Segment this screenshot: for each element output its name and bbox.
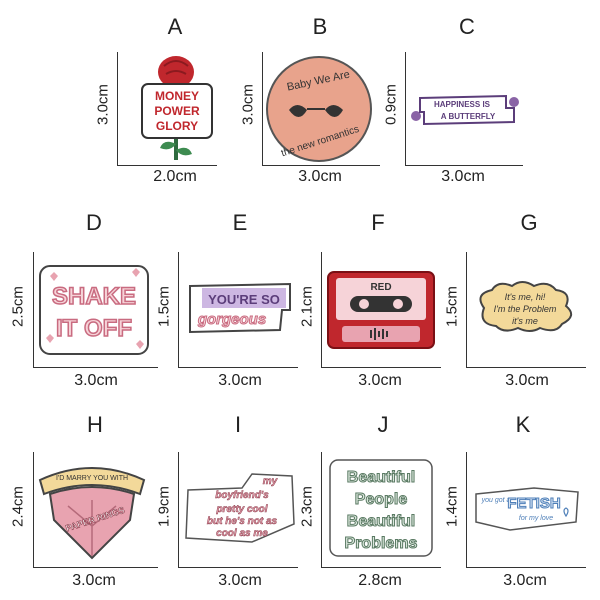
- pin-d-line-2: IT OFF: [56, 315, 132, 342]
- pin-i-line-4: but he's not as: [207, 516, 278, 527]
- pin-c-line-1: HAPPINESS IS: [434, 100, 491, 109]
- width-label-f: 3.0cm: [358, 372, 402, 389]
- pin-a-rose: MONEY POWER GLORY: [141, 56, 213, 160]
- pin-a-line-3: GLORY: [156, 119, 198, 133]
- width-label-a: 2.0cm: [153, 168, 197, 185]
- pin-f-label: RED: [370, 282, 391, 293]
- height-label-k: 1.4cm: [443, 486, 461, 527]
- width-label-b: 3.0cm: [298, 168, 342, 185]
- pin-d-shake: SHAKE IT OFF: [39, 265, 149, 355]
- pin-f-cassette: RED: [327, 271, 435, 349]
- label-letter-d: D: [86, 210, 102, 235]
- pin-i-line-3: pretty cool: [215, 504, 267, 515]
- pin-g-cloud: It's me, hi! I'm the Problem it's me: [479, 281, 573, 332]
- pin-h-paper-rings: I'D MARRY YOU WITH PAPER RINGS: [38, 467, 146, 560]
- label-letter-b: B: [312, 14, 328, 39]
- pin-g-line-2: I'm the Problem: [494, 304, 557, 314]
- label-letter-h: H: [87, 412, 103, 437]
- label-letter-f: F: [371, 210, 385, 235]
- height-label-b: 3.0cm: [239, 84, 257, 125]
- pin-a-line-1: MONEY: [155, 89, 199, 103]
- label-letter-k: K: [515, 412, 531, 437]
- height-label-d: 2.5cm: [9, 286, 27, 327]
- width-label-j: 2.8cm: [358, 572, 402, 589]
- height-label-f: 2.1cm: [298, 286, 316, 327]
- pin-i-line-2: boyfriend's: [215, 490, 269, 501]
- height-label-e: 1.5cm: [155, 286, 173, 327]
- pin-i-boyfriend: my boyfriend's pretty cool but he's not …: [185, 473, 295, 543]
- width-label-i: 3.0cm: [218, 572, 262, 589]
- height-label-g: 1.5cm: [443, 286, 461, 327]
- pin-i-line-5: cool as me: [216, 528, 268, 539]
- label-letter-i: I: [234, 412, 242, 437]
- label-letter-j: J: [377, 412, 389, 437]
- pin-b-round: Baby We Are the new romantics: [266, 56, 372, 162]
- pin-g-line-3: it's me: [512, 316, 538, 326]
- pin-c-banner: HAPPINESS IS A BUTTERFLY: [411, 94, 519, 126]
- pin-k-line-3: for my love: [519, 515, 553, 522]
- pin-c-line-2: A BUTTERFLY: [441, 112, 496, 121]
- label-letter-c: C: [459, 14, 475, 39]
- pin-e-line-1: YOU'RE SO: [208, 292, 280, 307]
- pin-j-line-1: Beautiful: [347, 469, 415, 486]
- width-label-g: 3.0cm: [505, 372, 549, 389]
- pin-a-line-2: POWER: [154, 104, 200, 118]
- pin-i-line-1: my: [263, 476, 278, 487]
- pin-k-fetish: you got a FETISH for my love: [475, 487, 579, 531]
- pin-e-line-2: gorgeous: [197, 311, 266, 328]
- label-letter-g: G: [520, 210, 538, 235]
- width-label-h: 3.0cm: [72, 572, 116, 589]
- width-label-k: 3.0cm: [503, 572, 547, 589]
- width-label-c: 3.0cm: [441, 168, 485, 185]
- pin-e-gorgeous: YOU'RE SO gorgeous: [189, 282, 291, 334]
- height-label-a: 3.0cm: [94, 84, 112, 125]
- heart-icon: [563, 507, 569, 518]
- pin-g-line-1: It's me, hi!: [505, 292, 546, 302]
- pin-j-line-2: People: [355, 491, 408, 508]
- width-label-d: 3.0cm: [74, 372, 118, 389]
- pin-d-line-1: SHAKE: [52, 283, 136, 310]
- label-letter-e: E: [232, 210, 248, 235]
- pin-j-line-4: Problems: [345, 535, 418, 552]
- width-label-e: 3.0cm: [218, 372, 262, 389]
- height-label-h: 2.4cm: [9, 486, 27, 527]
- height-label-c: 0.9cm: [382, 84, 400, 125]
- pin-k-line-2: FETISH: [507, 495, 560, 512]
- pin-h-arc-text: I'D MARRY YOU WITH: [56, 475, 128, 482]
- height-label-i: 1.9cm: [155, 486, 173, 527]
- height-label-j: 2.3cm: [298, 486, 316, 527]
- pin-j-beautiful: Beautiful People Beautiful Problems: [329, 459, 433, 557]
- label-letter-a: A: [167, 14, 183, 39]
- pin-j-line-3: Beautiful: [347, 513, 415, 530]
- pin-k-line-1: you got a: [481, 497, 511, 504]
